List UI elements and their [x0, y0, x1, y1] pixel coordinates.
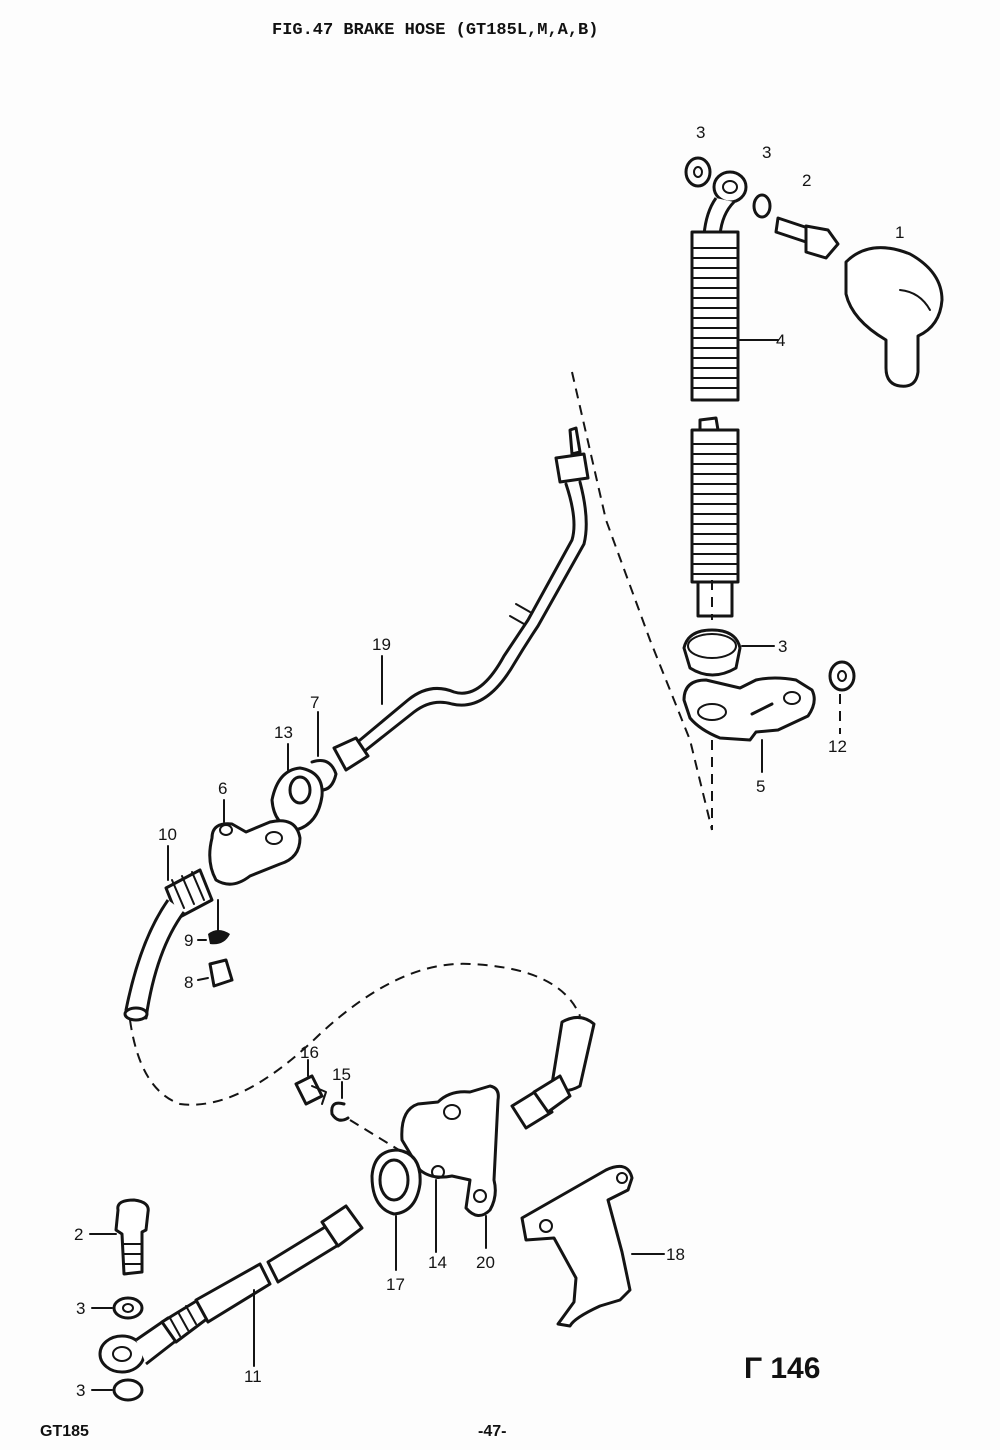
callout-19: 19 — [372, 635, 391, 654]
callout-3: 3 — [778, 637, 787, 656]
callout-1: 1 — [895, 223, 904, 242]
hose-joint-icon — [208, 819, 302, 886]
callout-2: 2 — [74, 1225, 83, 1244]
clip-icon — [330, 1101, 350, 1122]
banjo-fitting-icon — [712, 170, 748, 204]
callout-4: 4 — [776, 331, 785, 350]
bracket-icon — [400, 1084, 500, 1217]
bolt-icon — [294, 1074, 324, 1106]
hose-protector-icon — [690, 230, 740, 402]
bracket-icon — [520, 1164, 634, 1328]
callout-16: 16 — [300, 1043, 319, 1062]
rubber-cap-icon — [844, 246, 944, 388]
callout-12: 12 — [828, 737, 847, 756]
callout-3: 3 — [76, 1381, 85, 1400]
callout-15: 15 — [332, 1065, 351, 1084]
callout-9: 9 — [184, 931, 193, 950]
callout-3: 3 — [762, 143, 771, 162]
callout-3: 3 — [696, 123, 705, 142]
bolt-icon — [774, 216, 810, 244]
brake-hose-icon — [194, 1262, 272, 1324]
figure-code: Γ 146 — [744, 1352, 820, 1385]
callout-6: 6 — [218, 779, 227, 798]
brake-hose-upper — [571, 156, 944, 831]
lower-bracket-assembly — [294, 1016, 665, 1328]
callout-3: 3 — [76, 1299, 85, 1318]
hose-joint-assembly — [123, 711, 338, 1022]
washer-icon — [684, 156, 712, 188]
figure-title: FIG.47 BRAKE HOSE (GT185L,M,A,B) — [272, 21, 598, 40]
callouts: 1 2 3 3 4 3 5 12 19 7 13 6 10 9 8 16 15 … — [74, 123, 904, 1400]
callout-11: 11 — [244, 1367, 262, 1386]
brake-hose-lower — [89, 1198, 364, 1402]
callout-18: 18 — [666, 1245, 685, 1264]
callout-2: 2 — [802, 171, 811, 190]
callout-17: 17 — [386, 1275, 405, 1294]
model-label: GT185 — [40, 1423, 89, 1440]
washer-icon — [208, 930, 230, 945]
grommet-icon — [682, 628, 742, 677]
callout-20: 20 — [476, 1253, 495, 1272]
callout-5: 5 — [756, 777, 765, 796]
clip-icon — [310, 759, 338, 792]
callout-13: 13 — [274, 723, 293, 742]
callout-7: 7 — [310, 693, 319, 712]
washer-icon — [112, 1378, 144, 1402]
bolt-icon — [208, 958, 234, 988]
callout-10: 10 — [158, 825, 177, 844]
callout-8: 8 — [184, 973, 193, 992]
washer-icon — [112, 1296, 144, 1320]
callout-14: 14 — [428, 1253, 447, 1272]
bolt-icon — [114, 1198, 150, 1276]
brake-pipe — [332, 426, 590, 772]
hose-bracket-icon — [682, 676, 816, 742]
page-number: -47- — [478, 1423, 506, 1440]
